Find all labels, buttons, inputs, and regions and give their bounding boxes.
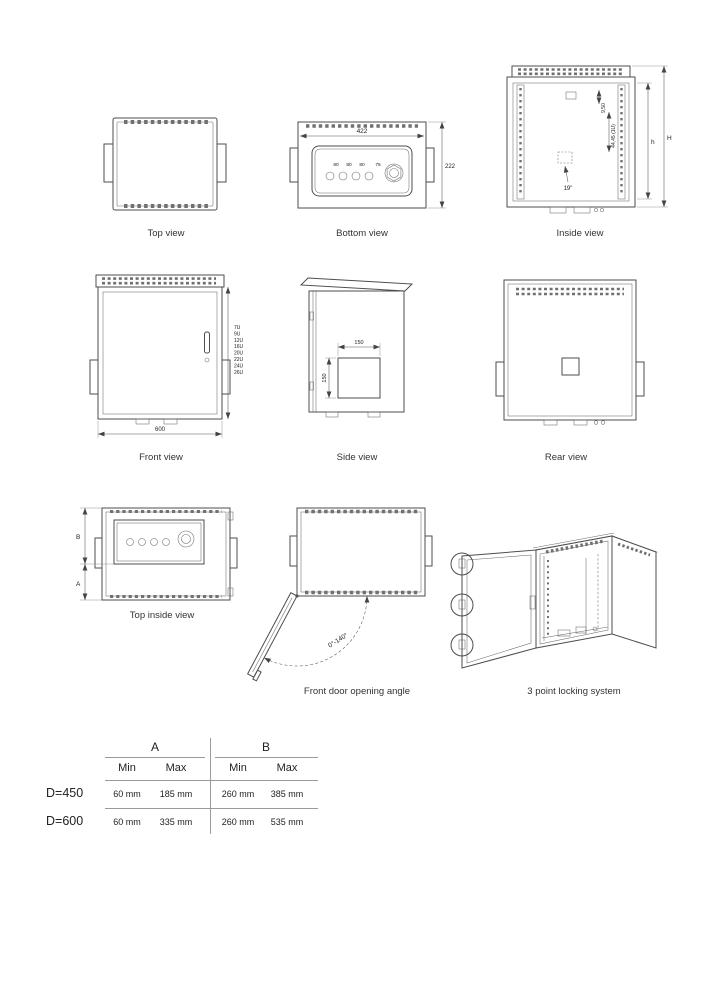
cabinet-rear-outline <box>495 279 645 426</box>
opening-angle-arc: 0°-140° <box>263 594 370 667</box>
dimension-table: A B Min Max Min Max D=450 60 mm 185 mm 2… <box>40 736 340 840</box>
cabinet-front-outline <box>89 274 231 425</box>
cabinet-body-top-view <box>289 507 433 597</box>
table-cell-d600-a-min: 60 mm <box>113 817 141 827</box>
side-cutout <box>337 357 381 399</box>
dim-b-label: B <box>76 534 80 541</box>
rack-rails <box>516 84 626 200</box>
dim-opening-angle: 0°-140° <box>327 631 350 650</box>
rack-unit-7u: 7U <box>234 325 241 331</box>
cabinet-top-outline <box>103 117 227 211</box>
door-angle-caption: Front door opening angle <box>303 686 411 697</box>
dim-hole-spacing-3: 80 <box>359 162 365 168</box>
dim-cutout-width: 150 <box>354 340 363 346</box>
inside-details <box>549 151 604 214</box>
side-dimensions: 150 150 <box>322 340 381 399</box>
dim-rack-unit: 44,45 (1U) <box>611 124 617 148</box>
side-view-drawing: 150 150 <box>299 277 414 418</box>
table-cell-d450-a-min: 60 mm <box>113 789 141 799</box>
table-subheader-b-max: Max <box>276 762 298 774</box>
table-subheader-a-max: Max <box>165 762 187 774</box>
gland-plate-panel <box>113 519 205 565</box>
table-header-b: B <box>261 740 271 754</box>
top-inside-view-drawing: B A <box>76 507 238 601</box>
table-rule <box>105 757 205 758</box>
top-inside-view-caption: Top inside view <box>129 610 195 621</box>
dim-a-label: A <box>76 581 81 588</box>
table-subheader-b-min: Min <box>229 762 247 774</box>
door-handle <box>204 331 210 363</box>
top-view-caption: Top view <box>147 228 185 239</box>
dim-height-222: 222 <box>445 164 456 170</box>
table-rule <box>215 757 318 758</box>
dim-hole-spacing-4: 75 <box>375 162 381 168</box>
table-cell-d600-b-max: 535 mm <box>270 817 304 827</box>
side-view-caption: Side view <box>336 452 378 463</box>
front-view-drawing: 600 7U 9U 12U 16U 20U 22U 24U 26U <box>89 274 244 438</box>
rack-unit-20u: 20U <box>234 351 244 357</box>
front-view-caption: Front view <box>139 452 183 463</box>
top-view-drawing <box>103 117 227 211</box>
open-door-panel <box>461 549 537 669</box>
dim-rail-offset: 9,50 <box>601 103 607 113</box>
dim-width-422: 422 <box>357 128 368 135</box>
dim-outer-height-H: H <box>667 135 672 142</box>
door-opening-angle-drawing: 0°-140° <box>246 507 433 682</box>
rack-unit-26u: 26U <box>234 370 244 376</box>
locking-system-drawing <box>450 532 658 669</box>
table-cell-d600-b-min: 260 mm <box>221 817 255 827</box>
dim-hole-spacing-1: 80 <box>333 162 339 168</box>
table-cell-d450-b-min: 260 mm <box>221 789 255 799</box>
locking-system-caption: 3 point locking system <box>527 686 621 697</box>
cabinet-interior <box>541 554 609 641</box>
lock-points <box>450 552 474 657</box>
inside-view-drawing: 9,50 44,45 (1U) 19" h H <box>506 65 672 214</box>
cabinet-side-outline <box>299 277 414 418</box>
bottom-dimensions: 422 80 80 80 75 222 <box>300 121 456 209</box>
cabinet-isometric-body <box>532 532 658 649</box>
rear-view-drawing <box>495 279 645 426</box>
top-inside-dimensions: B A <box>76 507 114 601</box>
dim-inner-height-h: h <box>651 139 655 146</box>
bottom-view-drawing: 422 80 80 80 75 222 <box>289 121 456 209</box>
rack-unit-22u: 22U <box>234 357 244 363</box>
table-row-label-d450: D=450 <box>46 786 84 800</box>
table-header-a: A <box>150 740 160 754</box>
bottom-view-caption: Bottom view <box>336 228 388 239</box>
table-cell-d450-a-max: 185 mm <box>159 789 193 799</box>
front-dimensions: 600 7U 9U 12U 16U 20U 22U 24U 26U <box>97 287 244 438</box>
inside-view-caption: Inside view <box>556 228 604 239</box>
table-rule <box>105 808 318 809</box>
rear-view-caption: Rear view <box>544 452 588 463</box>
cabinet-top-inside-outline <box>94 507 238 601</box>
inside-dimensions: 9,50 44,45 (1U) 19" h H <box>564 65 672 208</box>
cable-gland-holes <box>325 163 404 183</box>
table-rule <box>105 780 318 781</box>
rack-unit-24u: 24U <box>234 363 244 369</box>
table-row-label-d600: D=600 <box>46 814 84 828</box>
dim-19-inch: 19" <box>564 186 573 192</box>
dim-width-600: 600 <box>155 427 166 433</box>
cabinet-inside-outline <box>506 65 636 208</box>
rack-unit-16u: 16U <box>234 344 244 350</box>
table-divider <box>210 738 211 834</box>
rack-unit-9u: 9U <box>234 331 241 337</box>
table-cell-d450-b-max: 385 mm <box>270 789 304 799</box>
table-cell-d600-a-max: 335 mm <box>159 817 193 827</box>
dim-hole-spacing-2: 80 <box>346 162 352 168</box>
table-subheader-a-min: Min <box>118 762 136 774</box>
rack-unit-12u: 12U <box>234 338 244 344</box>
dim-cutout-height: 150 <box>322 373 328 382</box>
open-door <box>246 592 298 682</box>
